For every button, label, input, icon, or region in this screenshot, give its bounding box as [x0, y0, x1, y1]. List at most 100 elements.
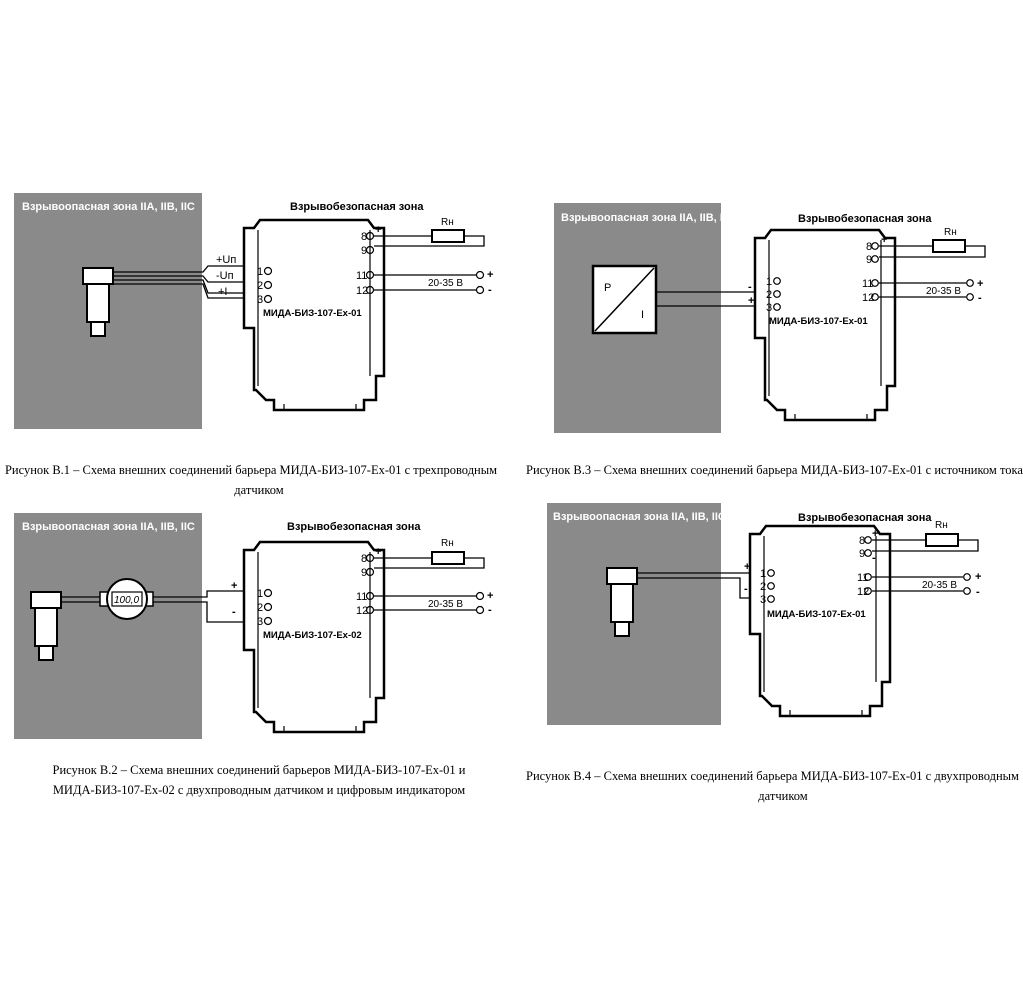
- model-label: МИДА-БИЗ-107-Ех-01: [263, 308, 362, 319]
- terminal-12-label: 12: [356, 285, 368, 297]
- resistor-label: Rн: [935, 520, 948, 531]
- terminal-9-minus: -: [872, 552, 876, 564]
- load-resistor: [431, 229, 465, 243]
- supply-voltage-label: 20-35 В: [926, 286, 961, 297]
- supply-minus: -: [488, 284, 492, 296]
- safe-zone-label: Взрывобезопасная зона: [798, 213, 932, 225]
- terminal-12-label: 12: [862, 292, 874, 304]
- terminal-8-label: 8: [361, 553, 367, 565]
- wire-plus: +: [748, 295, 754, 307]
- figure-2: Взрывоопасная зона IIA, IIB, IIC Взрывоб…: [14, 513, 493, 739]
- sensor-wires: [113, 265, 253, 299]
- wire-plus: +: [744, 561, 750, 573]
- resistor-label: Rн: [441, 538, 454, 549]
- terminal-11-label: 11: [356, 270, 367, 282]
- figure-3: Взрывоопасная зона IIA, IIB, IIC Взрывоб…: [554, 203, 986, 433]
- supply-minus: -: [488, 604, 492, 616]
- terminal-1-label: 1: [766, 276, 772, 288]
- resistor-label: Rн: [944, 227, 957, 238]
- terminal-11-label: 11: [857, 572, 868, 584]
- figure-4: Взрывоопасная зона IIA, IIB, IIC Взрывоб…: [547, 503, 981, 725]
- load-resistor: [431, 551, 465, 565]
- caption-line: датчиком: [234, 483, 284, 497]
- terminal-3-label: 3: [257, 616, 263, 628]
- terminal-9-label: 9: [859, 548, 865, 560]
- terminal-8-label: 8: [361, 231, 367, 243]
- hazard-zone-label: Взрывоопасная зона IIA, IIB, IIC: [553, 511, 726, 523]
- barrier-module: [748, 524, 892, 718]
- caption-line: МИДА-БИЗ-107-Ех-02 с двухпроводным датчи…: [52, 783, 466, 797]
- terminal-1-label: 1: [760, 568, 766, 580]
- wire-label-up: +Uп: [216, 254, 236, 266]
- wire-label-i: +I: [218, 286, 227, 298]
- caption-line: Рисунок В.2 – Схема внешних соединений б…: [52, 763, 466, 777]
- figure-4-caption: Рисунок В.4 – Схема внешних соединений б…: [526, 766, 1019, 806]
- figure-2-caption: Рисунок В.2 – Схема внешних соединений б…: [0, 760, 518, 800]
- sensor-wires: [637, 572, 757, 599]
- supply-plus: +: [975, 571, 981, 583]
- supply-plus: +: [977, 278, 983, 290]
- caption-line: Рисунок В.4 – Схема внешних соединений б…: [526, 769, 1019, 783]
- terminal-3-label: 3: [766, 302, 772, 314]
- source-p-label: P: [604, 282, 611, 294]
- supply-minus: -: [978, 292, 982, 304]
- supply-plus: +: [487, 269, 493, 281]
- model-label: МИДА-БИЗ-107-Ех-01: [767, 609, 866, 620]
- terminal-8-plus: +: [375, 224, 381, 236]
- wire-minus: -: [744, 583, 748, 595]
- current-source: P I: [591, 264, 658, 335]
- caption-line: Рисунок В.3 – Схема внешних соединений б…: [526, 463, 1023, 477]
- supply-voltage-label: 20-35 В: [428, 278, 463, 289]
- model-label: МИДА-БИЗ-107-Ех-01: [769, 316, 868, 327]
- terminal-2-label: 2: [257, 280, 263, 292]
- figure-1: Взрывоопасная зона IIA, IIB, IIC Взрывоб…: [14, 193, 493, 429]
- terminal-9-label: 9: [361, 245, 367, 257]
- figure-1-caption: Рисунок В.1 – Схема внешних соединений б…: [0, 460, 518, 500]
- wire-minus: -: [232, 606, 236, 618]
- source-wires: [656, 291, 763, 307]
- supply-voltage-label: 20-35 В: [922, 580, 957, 591]
- caption-line: датчиком: [758, 789, 808, 803]
- model-label: МИДА-БИЗ-107-Ех-02: [263, 630, 362, 641]
- safe-zone-label: Взрывобезопасная зона: [287, 521, 421, 533]
- source-i-label: I: [641, 309, 644, 321]
- terminal-2-label: 2: [760, 581, 766, 593]
- terminal-8-plus: +: [375, 546, 381, 558]
- supply-plus: +: [487, 590, 493, 602]
- wire-plus: +: [231, 580, 237, 592]
- hazard-zone-label: Взрывоопасная зона IIA, IIB, IIC: [22, 521, 195, 533]
- terminal-8-label: 8: [859, 535, 865, 547]
- terminal-8-plus: +: [872, 528, 878, 540]
- terminal-3-label: 3: [760, 594, 766, 606]
- terminal-9-label: 9: [866, 254, 872, 266]
- safe-zone-label: Взрывобезопасная зона: [798, 512, 932, 524]
- resistor-label: Rн: [441, 217, 454, 228]
- load-resistor: [925, 533, 959, 547]
- hazard-zone-label: Взрывоопасная зона IIA, IIB, IIC: [22, 201, 195, 213]
- terminal-11-label: 11: [356, 591, 367, 603]
- terminal-11-label: 11: [862, 278, 873, 290]
- supply-minus: -: [976, 586, 980, 598]
- supply-voltage-label: 20-35 В: [428, 599, 463, 610]
- terminal-2-label: 2: [257, 602, 263, 614]
- terminal-12-label: 12: [356, 605, 368, 617]
- diagrams-canvas: Взрывоопасная зона IIA, IIB, IIC Взрывоб…: [14, 193, 986, 739]
- wire-minus: -: [748, 281, 752, 293]
- digital-indicator: 100,0: [99, 578, 154, 620]
- sensor-wires: [61, 590, 253, 623]
- terminal-1-label: 1: [257, 266, 263, 278]
- terminal-8-plus: +: [881, 234, 887, 246]
- terminal-9-label: 9: [361, 567, 367, 579]
- wire-label-un: -Uп: [216, 270, 234, 282]
- terminal-2-label: 2: [766, 289, 772, 301]
- safe-zone-label: Взрывобезопасная зона: [290, 201, 424, 213]
- hazard-zone-label: Взрывоопасная зона IIA, IIB, IIC: [561, 212, 734, 224]
- caption-line: Рисунок В.1 – Схема внешних соединений б…: [4, 463, 498, 477]
- terminal-8-label: 8: [866, 241, 872, 253]
- load-resistor: [932, 239, 966, 253]
- terminal-1-label: 1: [257, 588, 263, 600]
- terminal-12-label: 12: [857, 586, 869, 598]
- terminal-3-label: 3: [257, 294, 263, 306]
- figure-3-caption: Рисунок В.3 – Схема внешних соединений б…: [526, 460, 1023, 480]
- indicator-readout: 100,0: [114, 595, 139, 606]
